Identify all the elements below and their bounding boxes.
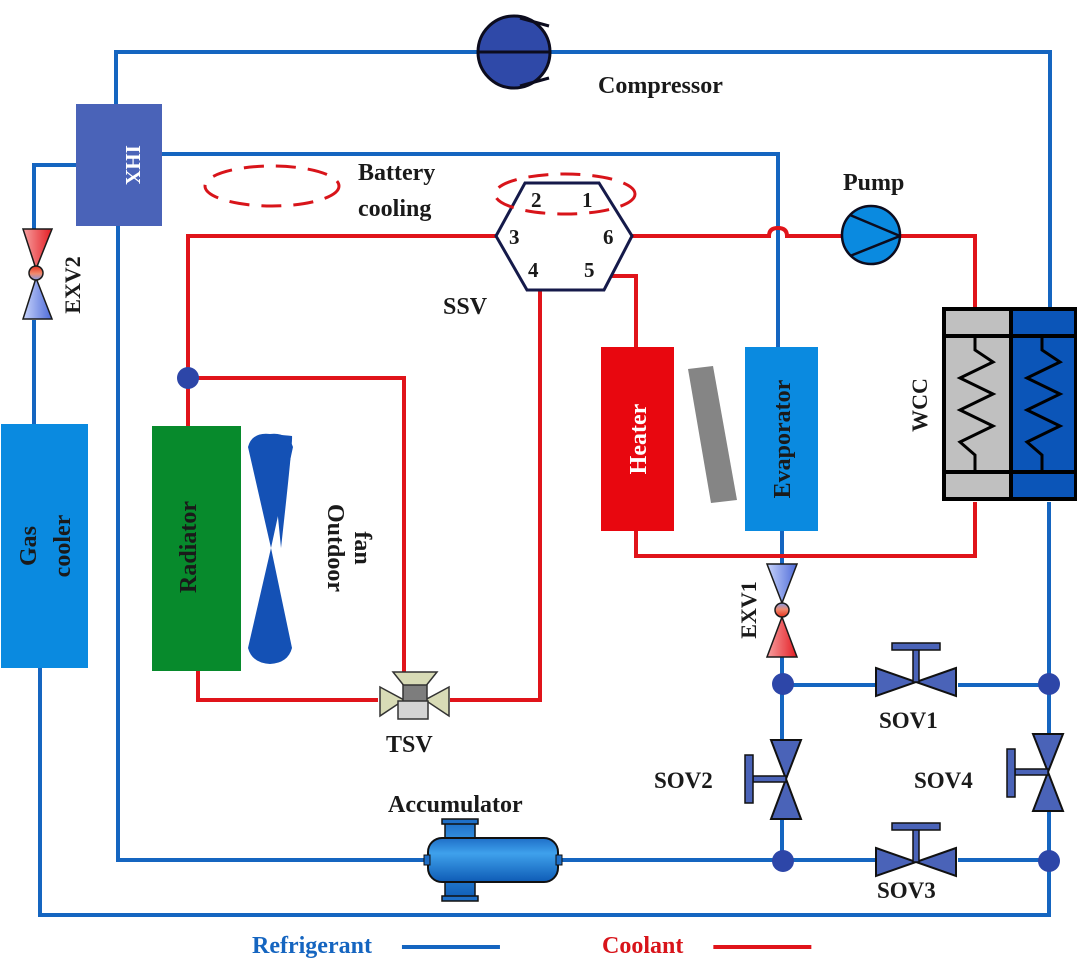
battery-cooling-label-1: Battery xyxy=(358,160,435,186)
battery-cooling-indicator xyxy=(203,164,341,208)
evaporator-label: Evaporator xyxy=(770,379,796,498)
pump[interactable] xyxy=(840,204,902,266)
wcc[interactable] xyxy=(942,307,1077,501)
wcc-label: WCC xyxy=(907,378,932,432)
sov4-valve[interactable] xyxy=(1006,733,1065,812)
ssv-port-6: 6 xyxy=(603,225,614,249)
ssv-port-2: 2 xyxy=(531,188,542,212)
legend: Refrigerant Coolant xyxy=(252,933,812,959)
radiator[interactable]: Radiator xyxy=(152,426,241,671)
accumulator[interactable] xyxy=(423,818,563,902)
compressor-label: Compressor xyxy=(598,73,723,99)
heater[interactable]: Heater xyxy=(601,347,674,531)
gas-cooler-label-2: cooler xyxy=(50,514,76,577)
sov4-label: SOV4 xyxy=(914,768,973,793)
evaporator[interactable]: Evaporator xyxy=(745,347,818,531)
sov3-valve[interactable] xyxy=(875,822,957,878)
ssv-port-4: 4 xyxy=(528,258,539,282)
radiator-label: Radiator xyxy=(176,501,202,593)
tsv-valve[interactable] xyxy=(379,671,450,720)
sov2-valve[interactable] xyxy=(744,739,803,820)
junction-node xyxy=(177,367,199,389)
compressor[interactable] xyxy=(476,14,552,90)
outdoor-fan-label-1: Outdoor xyxy=(322,504,348,592)
pump-label: Pump xyxy=(843,170,904,196)
ssv-port-3: 3 xyxy=(509,225,520,249)
coolant-lines xyxy=(186,225,977,702)
ihx-label: IHX xyxy=(121,145,145,185)
ssv-port-1: 1 xyxy=(582,188,593,212)
gas-cooler[interactable]: Gas cooler xyxy=(1,424,88,668)
sov1-valve[interactable] xyxy=(875,642,957,698)
junction-nodes xyxy=(772,673,1060,872)
gas-cooler-label-1: Gas xyxy=(16,526,42,566)
ihx[interactable]: IHX xyxy=(76,104,162,226)
battery-cooling-label-2: cooling xyxy=(358,196,431,222)
tsv-label: TSV xyxy=(386,732,433,758)
outdoor-fan-label-2: fan xyxy=(349,531,375,564)
ssv-valve[interactable]: 2 1 3 6 4 5 xyxy=(493,172,637,292)
outdoor-fan-icon[interactable] xyxy=(248,433,293,664)
exv1-valve[interactable] xyxy=(765,563,799,658)
sov1-label: SOV1 xyxy=(879,708,938,733)
exv1-label: EXV1 xyxy=(736,581,761,638)
exv2-label: EXV2 xyxy=(60,256,85,313)
sov2-label: SOV2 xyxy=(654,768,713,793)
sov3-label: SOV3 xyxy=(877,878,936,903)
legend-refrigerant-label: Refrigerant xyxy=(252,933,372,959)
exv2-valve[interactable] xyxy=(21,228,54,320)
air-damper xyxy=(688,366,737,503)
legend-coolant-label: Coolant xyxy=(602,933,683,959)
ssv-label: SSV xyxy=(443,294,488,320)
heater-label: Heater xyxy=(626,403,652,474)
accumulator-label: Accumulator xyxy=(388,792,523,818)
ssv-port-5: 5 xyxy=(584,258,595,282)
